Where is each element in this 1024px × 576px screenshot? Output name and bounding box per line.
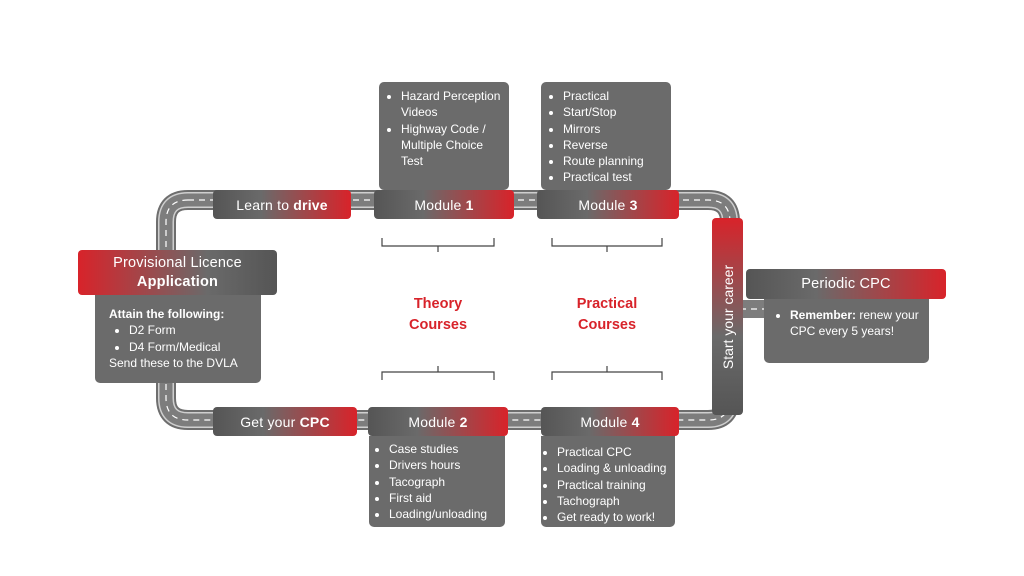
module-3-item: Reverse	[563, 137, 671, 153]
module-2-item: Loading/unloading	[389, 506, 505, 522]
module-4-label: Module 4	[541, 407, 679, 436]
module-1-item: Hazard Perception Videos	[401, 88, 505, 121]
module-2-item: Tacograph	[389, 474, 505, 490]
module-2-box: Case studies Drivers hours Tacograph Fir…	[369, 436, 505, 527]
module-3-item: Practical	[563, 88, 671, 104]
module-3-item: Route planning	[563, 153, 671, 169]
periodic-cpc-label: Periodic CPC	[746, 269, 946, 299]
get-your-cpc-label: Get your CPC	[213, 407, 357, 436]
provisional-subtitle: Application	[136, 273, 219, 290]
module-4-box: Practical CPC Loading & unloading Practi…	[541, 436, 675, 527]
module-3-item: Mirrors	[563, 121, 671, 137]
module-4-item: Loading & unloading	[557, 460, 675, 476]
module-2-item: First aid	[389, 490, 505, 506]
requirements-heading: Attain the following:	[109, 307, 225, 321]
start-career-label: Start your career	[712, 218, 743, 415]
module-1-item: Highway Code / Multiple Choice Test	[401, 121, 505, 170]
theory-courses-label: Theory Courses	[408, 296, 468, 333]
practical-courses-label: Practical Courses	[576, 296, 638, 333]
periodic-cpc-note: Remember: renew your CPC every 5 years!	[790, 307, 923, 340]
module-2-item: Drivers hours	[389, 457, 505, 473]
requirement-item: D2 Form	[129, 322, 261, 338]
module-3-box: Practical Start/Stop Mirrors Reverse Rou…	[541, 82, 671, 190]
module-3-label: Module 3	[537, 190, 679, 219]
module-4-item: Get ready to work!	[557, 509, 675, 525]
module-4-item: Practical CPC	[557, 444, 675, 460]
learn-to-drive-label: Learn to drive	[213, 190, 351, 219]
provisional-title: Provisional Licence	[113, 254, 242, 271]
requirement-item: D4 Form/Medical	[129, 339, 261, 355]
requirements-footer: Send these to the DVLA	[109, 355, 238, 370]
module-4-item: Tachograph	[557, 493, 675, 509]
provisional-licence-label: Provisional Licence Application	[78, 250, 277, 295]
module-1-label: Module 1	[374, 190, 514, 219]
module-3-item: Practical test	[563, 169, 671, 185]
module-1-box: Hazard Perception Videos Highway Code / …	[379, 82, 509, 190]
module-2-item: Case studies	[389, 441, 505, 457]
module-4-item: Practical training	[557, 477, 675, 493]
module-3-item: Start/Stop	[563, 104, 671, 120]
provisional-requirements-box: Attain the following: D2 Form D4 Form/Me…	[95, 290, 261, 383]
module-2-label: Module 2	[368, 407, 508, 436]
periodic-cpc-box: Remember: renew your CPC every 5 years!	[764, 297, 929, 363]
